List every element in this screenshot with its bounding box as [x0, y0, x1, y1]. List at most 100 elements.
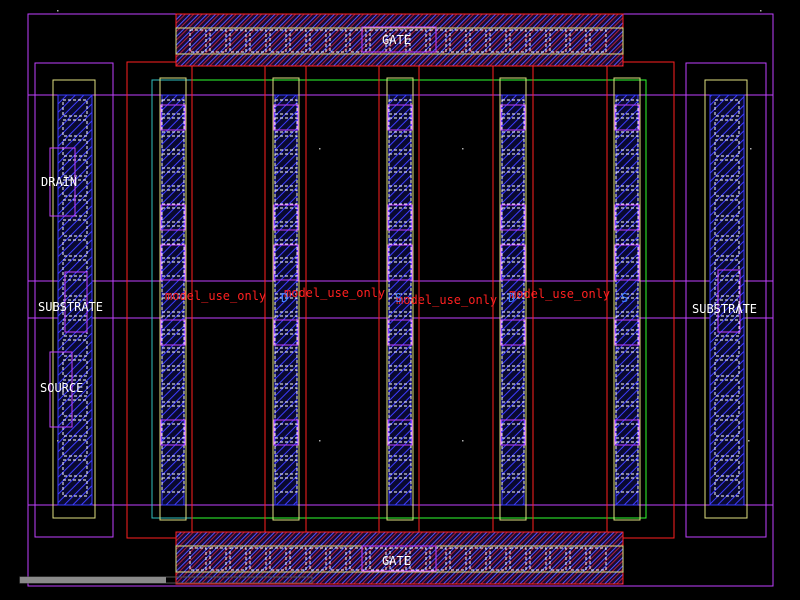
- contact: [714, 339, 740, 357]
- contact: [714, 379, 740, 397]
- contact: [161, 153, 185, 169]
- contact: [501, 333, 525, 349]
- terminal-d-1: D: [281, 291, 288, 305]
- contact: [615, 99, 639, 115]
- grid-dot: [57, 440, 59, 442]
- contact: [62, 479, 88, 497]
- gate-contact: [229, 29, 247, 53]
- contact: [161, 459, 185, 475]
- gate-contact: [209, 29, 227, 53]
- contact: [501, 189, 525, 205]
- contact: [615, 459, 639, 475]
- contact: [388, 333, 412, 349]
- gate-contact: [429, 547, 447, 571]
- contact: [62, 399, 88, 417]
- contact: [501, 369, 525, 385]
- gate-bar-top[interactable]: [175, 13, 624, 67]
- contact: [501, 171, 525, 187]
- contact: [274, 459, 298, 475]
- contact: [501, 387, 525, 403]
- contact: [274, 171, 298, 187]
- model-use-label-2: model_use_only: [284, 286, 385, 300]
- contact: [274, 207, 298, 223]
- contact: [161, 261, 185, 277]
- substrate-tap-right: [685, 62, 767, 538]
- contact: [161, 171, 185, 187]
- grid-dot: [319, 148, 321, 150]
- contact: [161, 99, 185, 115]
- gate-contact: [489, 29, 507, 53]
- contact: [388, 459, 412, 475]
- contact: [714, 259, 740, 277]
- gate-contact: [509, 547, 527, 571]
- contact: [615, 477, 639, 493]
- contact: [388, 243, 412, 259]
- contact: [615, 243, 639, 259]
- contact: [161, 441, 185, 457]
- grid-dot: [462, 148, 464, 150]
- contact: [62, 439, 88, 457]
- contact: [62, 379, 88, 397]
- substrate-tap-left: [34, 62, 114, 538]
- contact: [714, 99, 740, 117]
- contact: [501, 477, 525, 493]
- contact: [274, 333, 298, 349]
- contact: [161, 189, 185, 205]
- contact: [161, 297, 185, 313]
- contact: [274, 99, 298, 115]
- gate-contact: [249, 547, 267, 571]
- contact: [62, 259, 88, 277]
- contact: [274, 441, 298, 457]
- gate-contact: [189, 29, 207, 53]
- gate-contact: [549, 547, 567, 571]
- contact: [161, 207, 185, 223]
- contact: [714, 119, 740, 137]
- contact: [388, 477, 412, 493]
- gate-contact: [309, 547, 327, 571]
- gate-contact: [289, 29, 307, 53]
- contact: [615, 207, 639, 223]
- gate-contact: [589, 29, 607, 53]
- contact: [501, 441, 525, 457]
- contact: [62, 459, 88, 477]
- contact: [388, 135, 412, 151]
- contact: [62, 219, 88, 237]
- contact: [501, 207, 525, 223]
- gate-contact: [449, 547, 467, 571]
- contact: [714, 239, 740, 257]
- sd-strip-1: [159, 77, 187, 521]
- gate-contact: [529, 547, 547, 571]
- contact: [615, 261, 639, 277]
- contact: [615, 171, 639, 187]
- horizontal-scrollbar-thumb[interactable]: [20, 577, 166, 583]
- contact: [714, 199, 740, 217]
- contact: [615, 369, 639, 385]
- contact: [388, 153, 412, 169]
- contact: [62, 239, 88, 257]
- gate-contact: [409, 547, 427, 571]
- gate-contact: [189, 547, 207, 571]
- contact: [161, 369, 185, 385]
- drain-label: DRAIN: [41, 175, 77, 189]
- contact: [388, 171, 412, 187]
- contact: [388, 423, 412, 439]
- gate-contact: [289, 547, 307, 571]
- contact: [714, 279, 740, 297]
- sd-strip-4: [499, 77, 527, 521]
- gate-bar-bottom[interactable]: [175, 531, 624, 585]
- gate-contact: [449, 29, 467, 53]
- contact: [615, 351, 639, 367]
- contact: [501, 261, 525, 277]
- contact: [501, 351, 525, 367]
- grid-dot: [173, 148, 175, 150]
- contact: [388, 189, 412, 205]
- contact: [62, 119, 88, 137]
- grid-dot: [750, 148, 752, 150]
- contact: [274, 423, 298, 439]
- contact: [274, 351, 298, 367]
- contact: [501, 459, 525, 475]
- contact: [714, 419, 740, 437]
- diffusion-strips: [159, 77, 641, 521]
- contact: [615, 387, 639, 403]
